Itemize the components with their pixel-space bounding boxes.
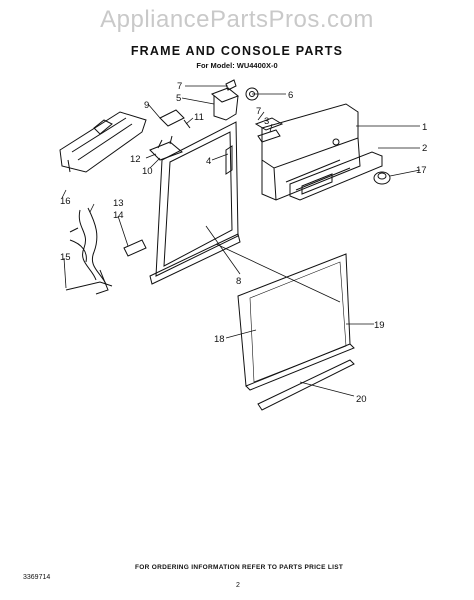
callout-13: 13 (113, 198, 124, 209)
callout-16: 16 (60, 196, 71, 207)
callout-7b: 7 (256, 106, 261, 117)
callout-11: 11 (194, 112, 204, 123)
callout-3: 3 (264, 116, 269, 127)
callout-7a: 7 (177, 81, 182, 92)
ordering-note: FOR ORDERING INFORMATION REFER TO PARTS … (135, 564, 344, 571)
leader-lines (61, 85, 421, 397)
callout-20: 20 (356, 394, 367, 405)
part-18-19-door-panel (237, 253, 355, 391)
callout-18: 18 (214, 334, 225, 345)
callout-9: 9 (144, 100, 149, 111)
callout-5: 5 (176, 93, 181, 104)
callout-4: 4 (206, 156, 211, 167)
part-2-panel-overlay (289, 151, 383, 201)
part-17-knob (373, 171, 391, 185)
part-13-15-wire-harness (65, 207, 147, 295)
callout-17: 17 (416, 165, 427, 176)
page-number: 2 (236, 582, 240, 589)
callout-19: 19 (374, 320, 385, 331)
callout-8: 8 (236, 276, 241, 287)
part-9-12-switch-assembly (149, 109, 191, 161)
part-16-console-bracket (59, 111, 147, 173)
callout-14: 14 (113, 210, 124, 221)
callout-10: 10 (142, 166, 153, 177)
callout-2: 2 (422, 143, 427, 154)
part-20-trim-strip (257, 359, 355, 411)
document-id: 3369714 (23, 574, 51, 581)
part-5-7-timer (211, 79, 239, 121)
part-4-inner-frame (149, 121, 241, 285)
model-subtitle: For Model: WU4400X-0 (196, 61, 278, 70)
watermark: AppliancePartsPros.com (100, 6, 374, 33)
diagram-title: FRAME AND CONSOLE PARTS (130, 44, 344, 58)
callout-6: 6 (288, 90, 293, 101)
callout-12: 12 (130, 154, 141, 165)
callout-1: 1 (422, 122, 427, 133)
part-1-console-panel (261, 103, 361, 201)
callout-15: 15 (60, 252, 71, 263)
